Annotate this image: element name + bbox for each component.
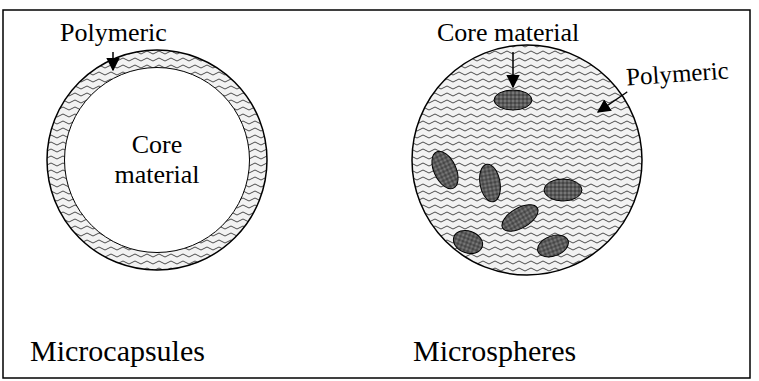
core-circle: Core material: [64, 67, 250, 253]
label-text: Core material: [437, 18, 579, 47]
part-label: Polymeric: [60, 18, 167, 48]
leader-arrow: [112, 52, 114, 70]
label-text: Polymeric: [625, 56, 729, 90]
label-text: Polymeric: [60, 18, 167, 47]
part-label: Core material: [437, 18, 579, 48]
leader-arrow: [598, 90, 630, 112]
figure-caption: Microspheres: [413, 334, 576, 369]
polymer-matrix: [412, 45, 642, 275]
part-label: Polymeric: [625, 56, 730, 92]
figure-caption: Microcapsules: [30, 334, 205, 369]
leader-arrow: [512, 52, 514, 87]
label-text: Microcapsules: [30, 334, 205, 367]
core-particles: [427, 90, 582, 261]
label-text: Microspheres: [413, 334, 576, 367]
frame: [3, 10, 750, 378]
polymer-shell: [47, 50, 267, 270]
core-label: Core material: [97, 130, 217, 190]
